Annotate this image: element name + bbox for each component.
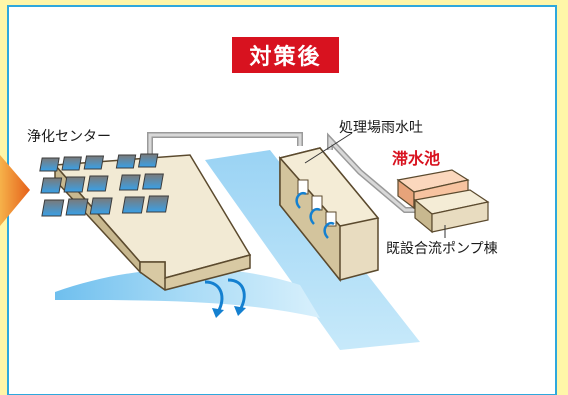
pipe-highlight xyxy=(148,133,302,158)
retention-pond-label: 滞水池 xyxy=(392,149,441,168)
discharge-channel xyxy=(55,268,320,318)
purification-center-label: 浄化センター xyxy=(27,129,111,145)
water-discharge-arrow-icon xyxy=(204,278,246,313)
pump-station xyxy=(413,189,490,234)
river xyxy=(205,150,420,350)
pipe-to-pump-highlight xyxy=(328,136,420,212)
purification-center-building xyxy=(39,153,252,291)
rainwater-outlet xyxy=(278,147,380,283)
outlet-leader-line xyxy=(304,132,353,164)
page-title: 対策後 xyxy=(232,37,339,73)
right-pointer-arrow-icon xyxy=(0,155,30,226)
rainwater-outlet-label: 処理場雨水吐 xyxy=(339,120,423,136)
pump-station-label: 既設合流ポンプ棟 xyxy=(386,241,498,257)
